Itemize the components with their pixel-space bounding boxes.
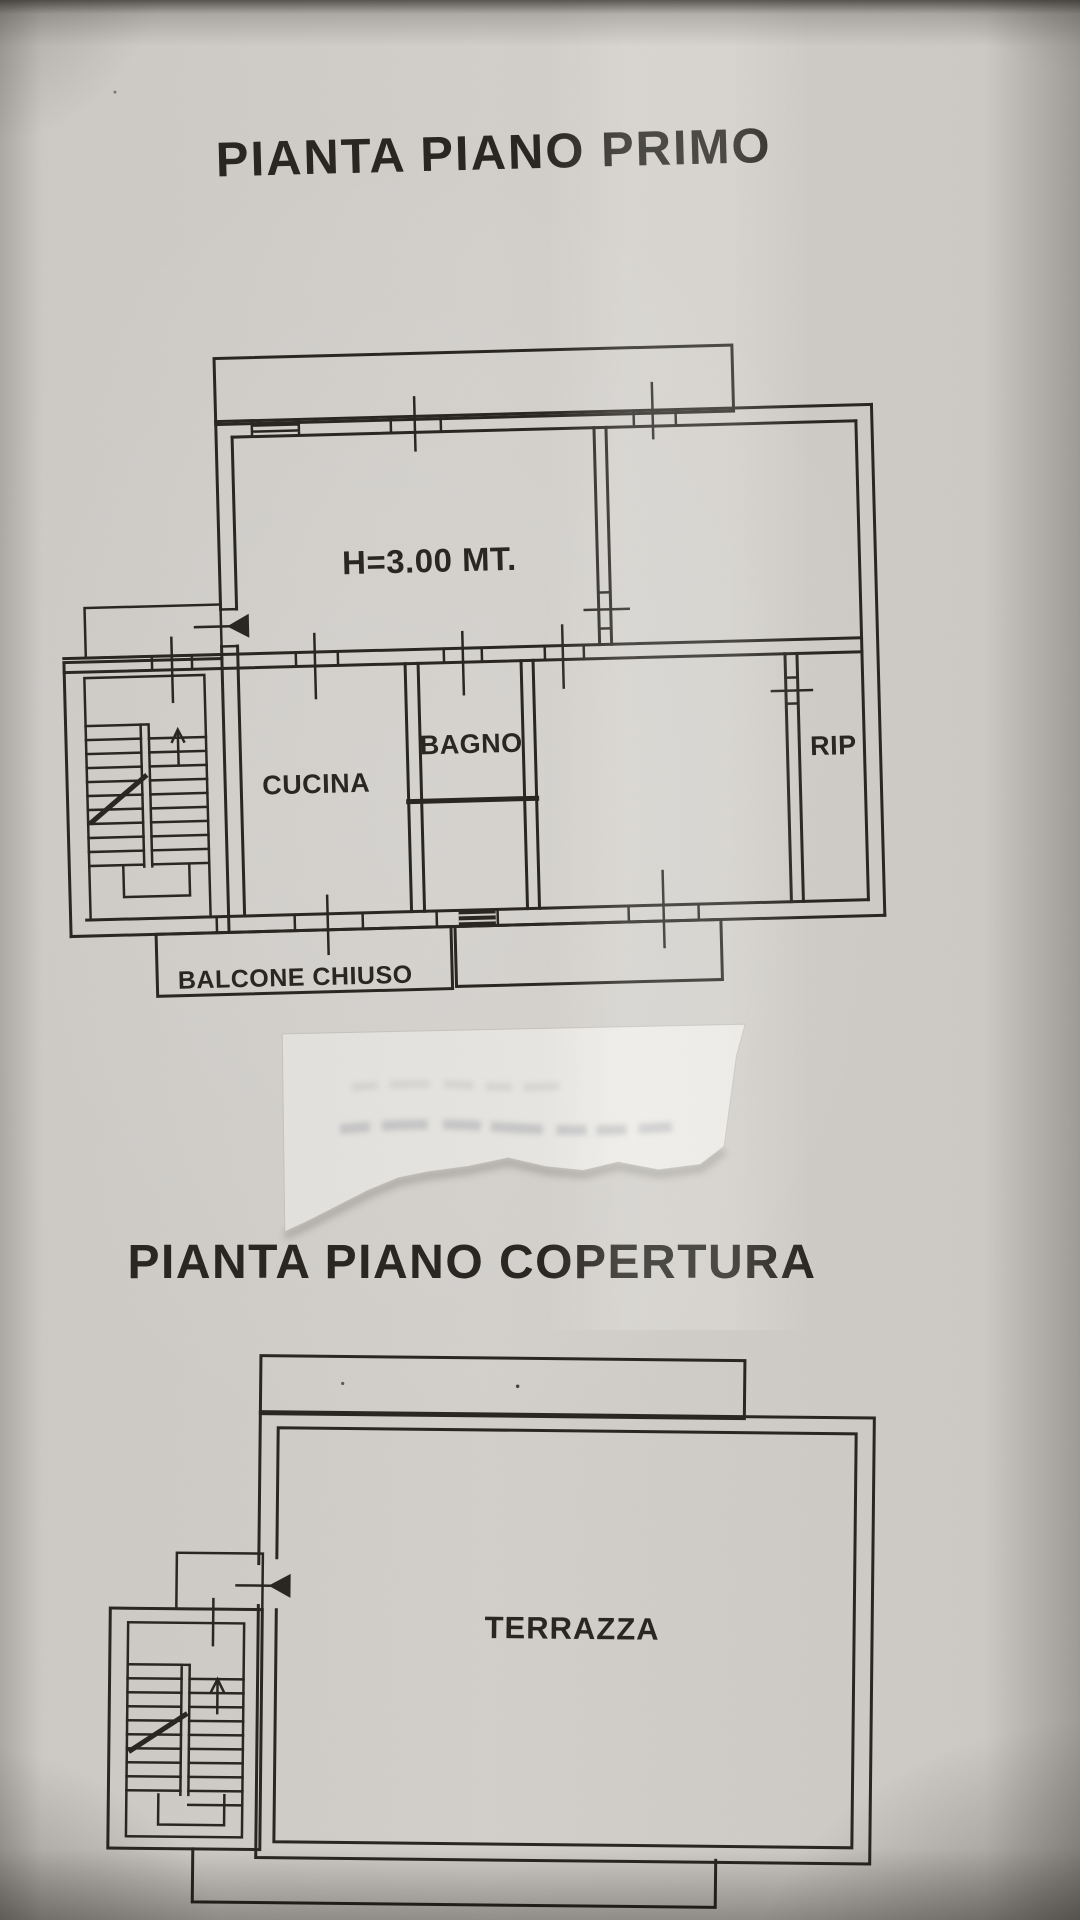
floor-plan-document-photo: PIANTA PIANO PRIMO (0, 0, 1080, 1920)
floor-plan-drawing: PIANTA PIANO PRIMO (0, 0, 1080, 1920)
paper-grain-texture (0, 0, 1080, 1920)
